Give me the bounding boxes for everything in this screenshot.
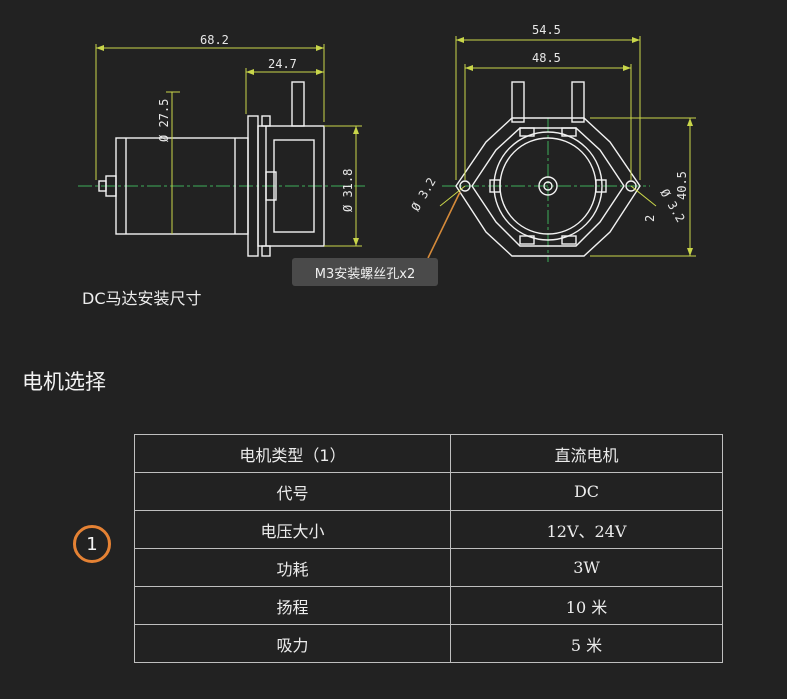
dim-40-5: 40.5 (675, 171, 689, 200)
option-number-badge: 1 (73, 525, 111, 563)
table-row: 功耗 3W (134, 548, 723, 587)
dim-24-7: 24.7 (268, 57, 297, 71)
spec-value: DC (450, 472, 723, 511)
spec-label: 电机类型（1） (134, 434, 451, 473)
dim-68-2: 68.2 (200, 33, 229, 47)
motor-spec-table: 电机类型（1） 直流电机 代号 DC 电压大小 12V、24V 功耗 3W 扬程… (134, 434, 723, 663)
dim-right-hole-dia-sub: 2 (643, 215, 657, 222)
front-view-arrowheads (456, 37, 693, 256)
spec-label: 功耗 (134, 548, 451, 587)
dim-dia-27-5: Ø 27.5 (157, 99, 171, 142)
dim-48-5: 48.5 (532, 51, 561, 65)
motor-mounting-drawing: 68.2 24.7 Ø 27.5 Ø 31.8 (78, 23, 696, 262)
spec-value: 3W (450, 548, 723, 587)
spec-value: 12V、24V (450, 510, 723, 549)
spec-value: 5 米 (450, 624, 723, 663)
dim-dia-31-8: Ø 31.8 (341, 169, 355, 212)
table-row: 电压大小 12V、24V (134, 510, 723, 549)
side-view-dimensions (95, 44, 362, 247)
section-title: 电机选择 (22, 370, 106, 394)
callout-leader (427, 191, 461, 259)
front-view (442, 81, 650, 262)
spec-label: 吸力 (134, 624, 451, 663)
drawing-caption: DC马达安装尺寸 (82, 289, 202, 308)
table-row: 电机类型（1） 直流电机 (134, 434, 723, 473)
dim-left-hole-dia: Ø 3.2 (408, 175, 438, 213)
table-row: 吸力 5 米 (134, 624, 723, 663)
spec-label: 电压大小 (134, 510, 451, 549)
spec-label: 代号 (134, 472, 451, 511)
dim-54-5: 54.5 (532, 23, 561, 37)
table-row: 代号 DC (134, 472, 723, 511)
mounting-hole-callout: M3安装螺丝孔x2 (292, 258, 438, 286)
spec-value: 直流电机 (450, 434, 723, 473)
side-view (78, 81, 365, 257)
spec-label: 扬程 (134, 586, 451, 625)
spec-value: 10 米 (450, 586, 723, 625)
table-row: 扬程 10 米 (134, 586, 723, 625)
front-view-dimensions (439, 36, 696, 257)
side-view-arrowheads (96, 45, 359, 246)
